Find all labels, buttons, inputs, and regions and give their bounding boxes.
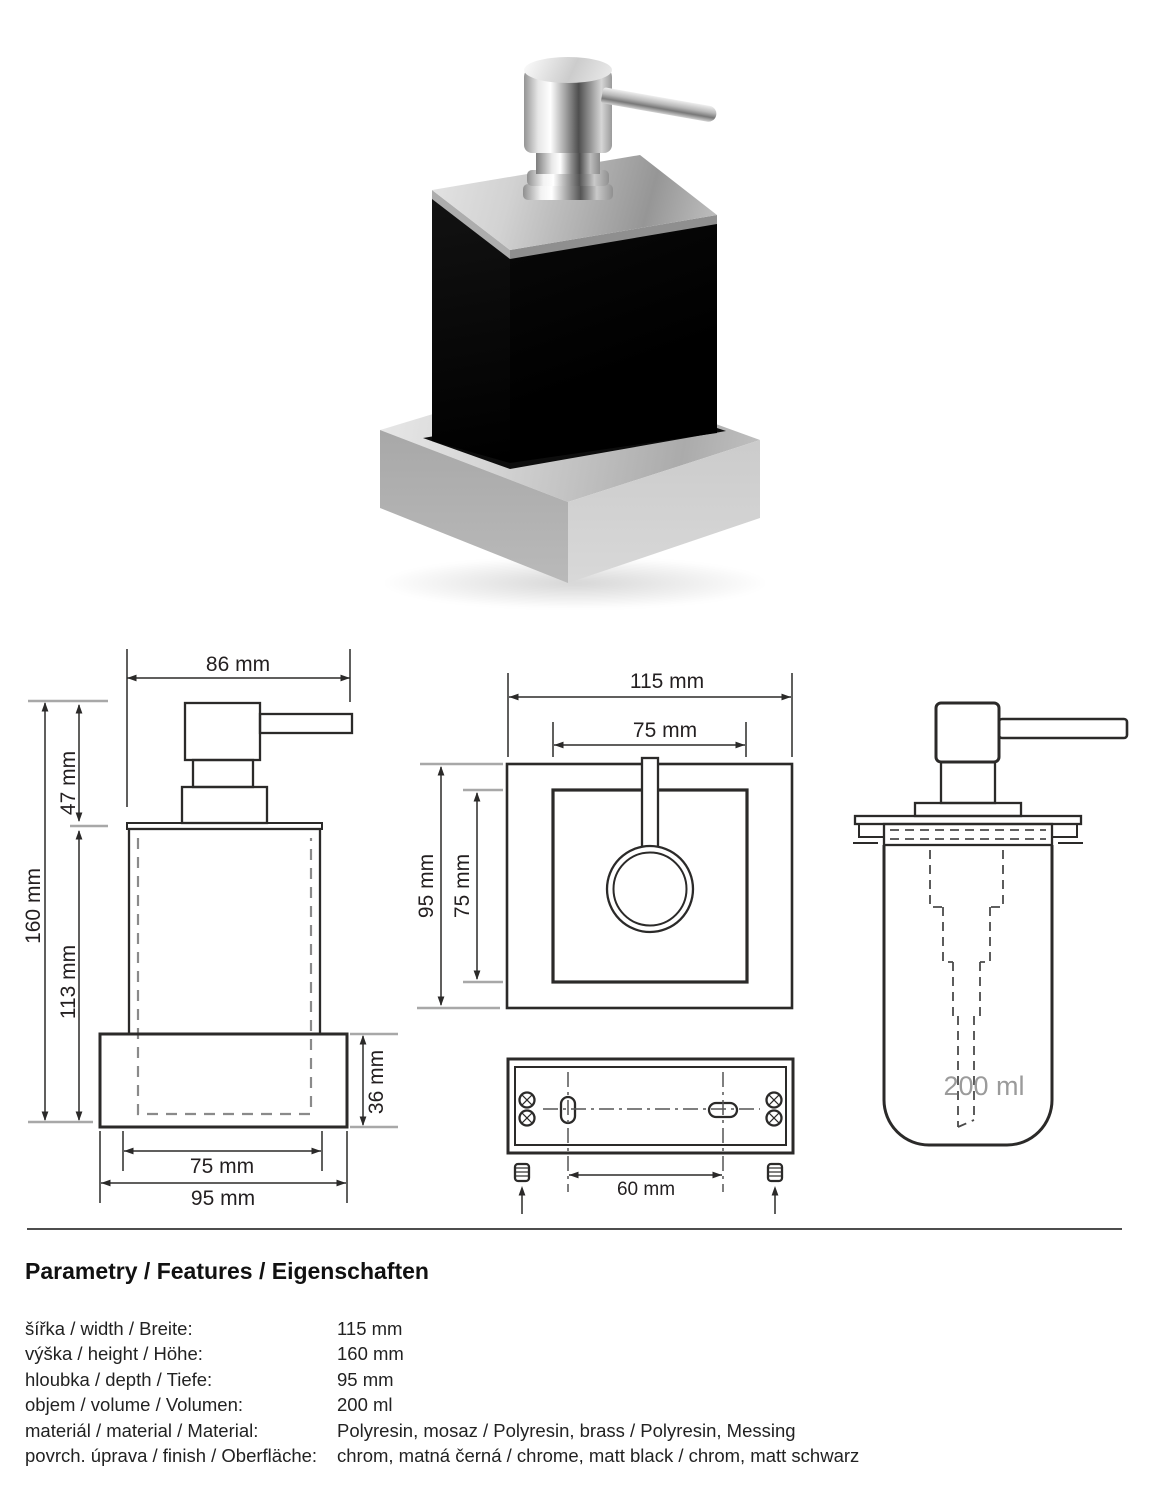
spec-value: chrom, matná černá / chrome, matt black … (337, 1445, 860, 1467)
tv-mounting-plate (506, 1057, 795, 1192)
fv-label-body-width: 75 mm (190, 1155, 254, 1178)
pump-flange (523, 184, 613, 200)
fv-dim-total-height: 160 mm (22, 699, 108, 1124)
dispenser-body-side (510, 223, 717, 463)
fv-label-pump-height: 47 mm (57, 751, 80, 815)
spec-label: šířka / width / Breite: (25, 1318, 193, 1339)
fv-label-top-width: 86 mm (206, 653, 270, 676)
tv-squares (505, 756, 794, 1010)
fv-dim-pump-height: 47 mm (57, 704, 83, 822)
spec-row-height: výška / height / Höhe: 160 mm (25, 1341, 1125, 1366)
spec-row-volume: objem / volume / Volumen: 200 ml (25, 1392, 1125, 1417)
tv-mounting-screws (513, 1162, 784, 1214)
fv-label-holder-height: 36 mm (365, 1050, 388, 1114)
fv-label-base-width: 95 mm (191, 1187, 255, 1210)
screw-icon (518, 1091, 536, 1109)
top-view-drawing: 115 mm 75 mm 95 mm (415, 670, 795, 1214)
screw-icon (518, 1109, 536, 1127)
spec-label: materiál / material / Material: (25, 1419, 259, 1441)
spec-row-depth: hloubka / depth / Tiefe: 95 mm (25, 1367, 1125, 1392)
specs-table: šířka / width / Breite: 115 mm výška / h… (25, 1316, 1125, 1468)
tv-dim-inner-depth: 75 mm (451, 788, 503, 984)
spec-label: povrch. úprava / finish / Oberfläche: (25, 1445, 318, 1467)
pump-spout (600, 87, 718, 124)
screw-side-icon (513, 1162, 531, 1214)
fv-body-outline (98, 822, 349, 1129)
spec-value: 200 ml (337, 1394, 393, 1416)
spec-row-finish: povrch. úprava / finish / Oberfläche: ch… (25, 1443, 1125, 1468)
spec-value: 115 mm (337, 1318, 403, 1339)
tv-dim-inner-width: 75 mm (552, 719, 747, 757)
side-view-drawing: 200 ml (853, 701, 1129, 1147)
sv-pump-outline (913, 701, 1129, 818)
pump-head-top (524, 57, 612, 83)
fv-dim-holder-height: 36 mm (350, 1032, 398, 1129)
screw-side-icon (766, 1162, 784, 1214)
pump-flange (527, 170, 609, 186)
tv-label-inner-depth: 75 mm (451, 854, 474, 918)
tv-label-inner-width: 75 mm (633, 719, 697, 742)
sv-label-volume: 200 ml (943, 1071, 1024, 1101)
fv-dim-base-width: 95 mm (99, 1131, 348, 1210)
sv-holder-flange (853, 814, 1083, 847)
fv-label-total-height: 160 mm (22, 868, 45, 944)
fv-dim-top-width: 86 mm (126, 649, 351, 807)
tv-dim-hole-spacing: 60 mm (569, 1171, 722, 1200)
spec-label: objem / volume / Volumen: (25, 1394, 243, 1416)
sv-pump-tube-hidden (929, 850, 1004, 1128)
front-view-drawing: 86 mm 160 mm 47 mm 113 mm (22, 649, 398, 1210)
spec-value: Polyresin, mosaz / Polyresin, brass / Po… (337, 1419, 796, 1441)
spec-row-material: materiál / material / Material: Polyresi… (25, 1418, 1125, 1443)
spec-row-width: šířka / width / Breite: 115 mm (25, 1316, 1125, 1341)
tv-dim-outer-depth: 95 mm (415, 762, 503, 1010)
fv-dim-body-width: 75 mm (122, 1131, 323, 1178)
spec-value: 95 mm (337, 1368, 394, 1390)
tv-label-outer-depth: 95 mm (415, 854, 438, 918)
fv-dim-body-height: 113 mm (57, 830, 83, 1121)
fv-pump-outline (180, 701, 354, 825)
section-divider (27, 1228, 1122, 1230)
tv-label-outer-width: 115 mm (630, 670, 704, 693)
spec-label: výška / height / Höhe: (25, 1343, 203, 1365)
product-photo (350, 45, 770, 609)
specs-title: Parametry / Features / Eigenschaften (25, 1258, 429, 1284)
tv-dim-outer-width: 115 mm (507, 670, 793, 757)
sv-bottle-outline (882, 845, 1054, 1147)
spec-value: 160 mm (337, 1343, 404, 1365)
screw-icon (765, 1091, 783, 1109)
spec-label: hloubka / depth / Tiefe: (25, 1368, 213, 1390)
tv-label-hole-spacing: 60 mm (617, 1179, 675, 1200)
screw-icon (765, 1109, 783, 1127)
fv-label-body-height: 113 mm (57, 945, 80, 1019)
